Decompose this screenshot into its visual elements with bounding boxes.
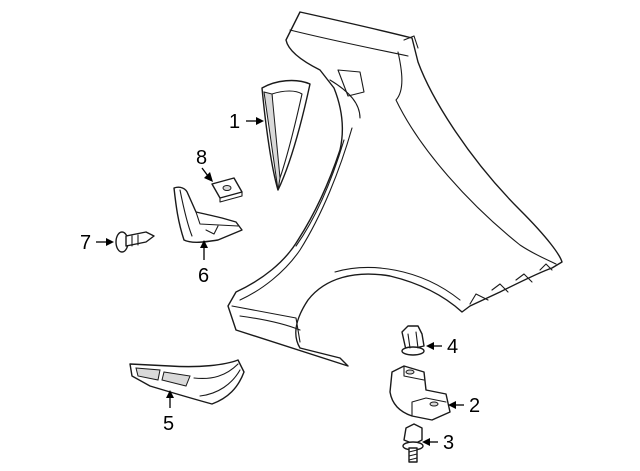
callout-2: 2 [469,395,480,417]
quarter-panel [227,11,563,367]
arrowhead-7 [106,238,114,246]
arrowhead-6 [200,240,208,248]
callout-leaders [96,117,464,446]
callout-1: 1 [229,111,240,133]
callout-6: 6 [198,265,209,287]
callout-labels: 1 2 3 4 5 6 7 8 [80,111,480,454]
callout-5: 5 [163,413,174,435]
callout-7: 7 [80,232,91,254]
part-2-bracket [389,365,451,421]
arrowhead-8 [204,172,213,182]
callout-4: 4 [447,336,458,358]
callout-3: 3 [443,432,454,454]
part-4-nut [401,325,425,356]
part-3-bolt [402,423,424,463]
arrowhead-4 [426,342,434,350]
part-7-push-pin [115,231,155,253]
part-1-quarter-trim [261,79,311,191]
arrowhead-1 [256,117,264,125]
part-8-clip [211,177,243,203]
callout-8: 8 [196,147,207,169]
arrowhead-2 [448,401,456,409]
part-6-mud-flap [173,186,243,243]
part-5-sill-molding [129,359,245,405]
leader-8 [201,167,209,177]
arrowhead-5 [166,390,174,398]
arrowhead-3 [422,438,430,446]
